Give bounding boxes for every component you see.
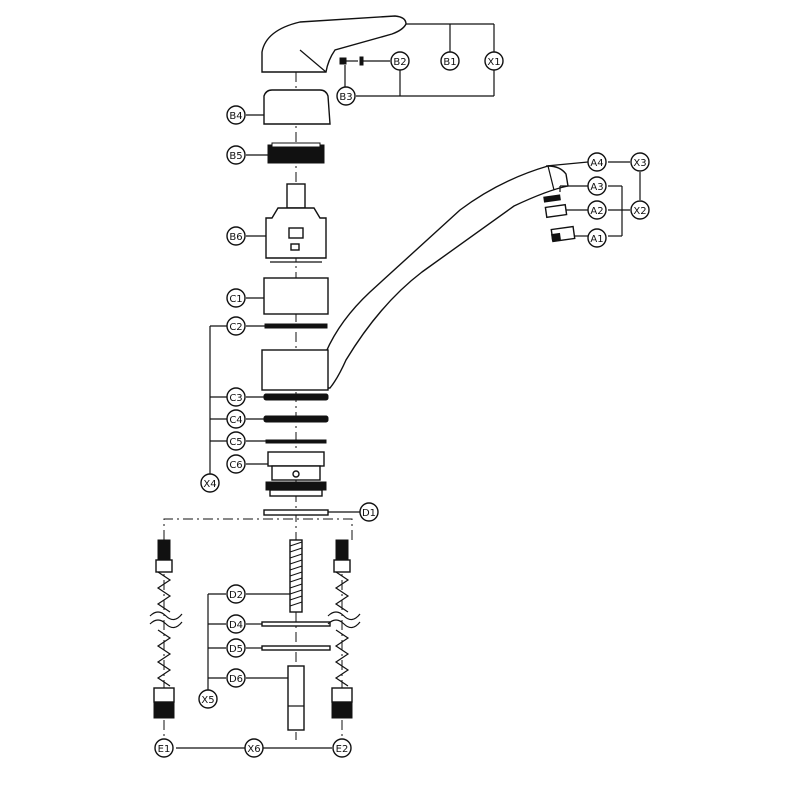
label-d1: D1: [359, 502, 379, 522]
svg-text:C4: C4: [229, 415, 242, 426]
svg-text:B4: B4: [229, 111, 242, 122]
label-b3: B3: [336, 86, 356, 106]
ring-b5-top: [271, 142, 321, 148]
sleeve-c1: [263, 277, 329, 315]
svg-text:X2: X2: [633, 206, 646, 217]
handle-lever: [261, 15, 407, 73]
svg-text:C3: C3: [229, 393, 242, 404]
label-e2: E2: [332, 738, 352, 758]
svg-text:C2: C2: [229, 322, 242, 333]
svg-text:D1: D1: [362, 508, 376, 519]
label-b2: B2: [390, 51, 410, 71]
svg-text:X1: X1: [487, 57, 500, 68]
base-c6: [267, 451, 325, 467]
label-c2: C2: [226, 316, 246, 336]
label-x3: X3: [630, 152, 650, 172]
label-c6: C6: [226, 454, 246, 474]
spout-tip-edge: [547, 165, 555, 191]
plate-d5: [261, 645, 331, 651]
spout-body: [261, 349, 329, 391]
label-b6: B6: [226, 226, 246, 246]
handle-lever-edge: [299, 49, 327, 73]
svg-text:A4: A4: [590, 158, 603, 169]
label-a1: A1: [587, 228, 607, 248]
svg-text:B2: B2: [393, 57, 406, 68]
aerator-a2: [544, 203, 568, 219]
svg-text:E1: E1: [158, 744, 171, 755]
label-x5: X5: [198, 689, 218, 709]
cartridge-slot: [290, 243, 300, 251]
label-a3: A3: [587, 176, 607, 196]
svg-text:X5: X5: [201, 695, 214, 706]
base-c6-hole: [292, 470, 300, 478]
label-c4: C4: [226, 409, 246, 429]
svg-text:X3: X3: [633, 158, 646, 169]
cartridge-stem: [286, 183, 306, 209]
oring-c5: [265, 439, 327, 444]
svg-text:B5: B5: [229, 151, 242, 162]
label-d5: D5: [226, 638, 246, 658]
set-screw: [339, 57, 347, 65]
label-x2: X2: [630, 200, 650, 220]
label-x1: X1: [484, 51, 504, 71]
ring-b5: [267, 144, 325, 164]
label-a2: A2: [587, 200, 607, 220]
svg-text:X4: X4: [203, 479, 216, 490]
label-x4: X4: [200, 473, 220, 493]
threaded-rod-d2: [289, 539, 303, 613]
svg-text:B6: B6: [229, 232, 242, 243]
label-d6: D6: [226, 668, 246, 688]
label-b1: B1: [440, 51, 460, 71]
svg-text:D5: D5: [229, 644, 243, 655]
nut-d6: [287, 665, 305, 731]
cartridge-window: [288, 227, 304, 239]
base-c6-thread: [265, 481, 327, 491]
oring-c2: [264, 323, 328, 329]
label-c1: C1: [226, 288, 246, 308]
hose-e2: [327, 539, 361, 719]
leader-a4: [545, 161, 589, 167]
svg-text:C6: C6: [229, 460, 242, 471]
label-a4: A4: [587, 152, 607, 172]
aerator-a1-dark: [551, 232, 561, 242]
aerator-a3-washer: [543, 194, 561, 203]
base-c6-foot: [269, 489, 323, 497]
svg-text:D6: D6: [229, 674, 243, 685]
svg-text:D2: D2: [229, 590, 243, 601]
set-screw-cap: [359, 56, 364, 66]
svg-text:D4: D4: [229, 620, 243, 631]
svg-text:E2: E2: [336, 744, 349, 755]
threaded-rod-hatch: [289, 541, 303, 607]
oring-c4: [263, 415, 329, 423]
svg-text:X6: X6: [247, 744, 260, 755]
svg-text:A1: A1: [590, 234, 603, 245]
svg-text:A2: A2: [590, 206, 603, 217]
label-c3: C3: [226, 387, 246, 407]
label-c5: C5: [226, 431, 246, 451]
oring-c3: [263, 393, 329, 401]
hose-axis-link: [163, 518, 353, 540]
cap-b4: [263, 89, 331, 125]
label-d2: D2: [226, 584, 246, 604]
hose-e1: [149, 539, 183, 719]
label-d4: D4: [226, 614, 246, 634]
svg-text:B1: B1: [443, 57, 456, 68]
label-b5: B5: [226, 145, 246, 165]
plate-d4: [261, 621, 331, 627]
label-b4: B4: [226, 105, 246, 125]
svg-text:C1: C1: [229, 294, 242, 305]
label-x6: X6: [244, 738, 264, 758]
svg-text:B3: B3: [339, 92, 352, 103]
svg-text:A3: A3: [590, 182, 603, 193]
gasket-d1: [263, 509, 329, 516]
label-e1: E1: [154, 738, 174, 758]
spout: [325, 165, 569, 389]
svg-text:C5: C5: [229, 437, 242, 448]
